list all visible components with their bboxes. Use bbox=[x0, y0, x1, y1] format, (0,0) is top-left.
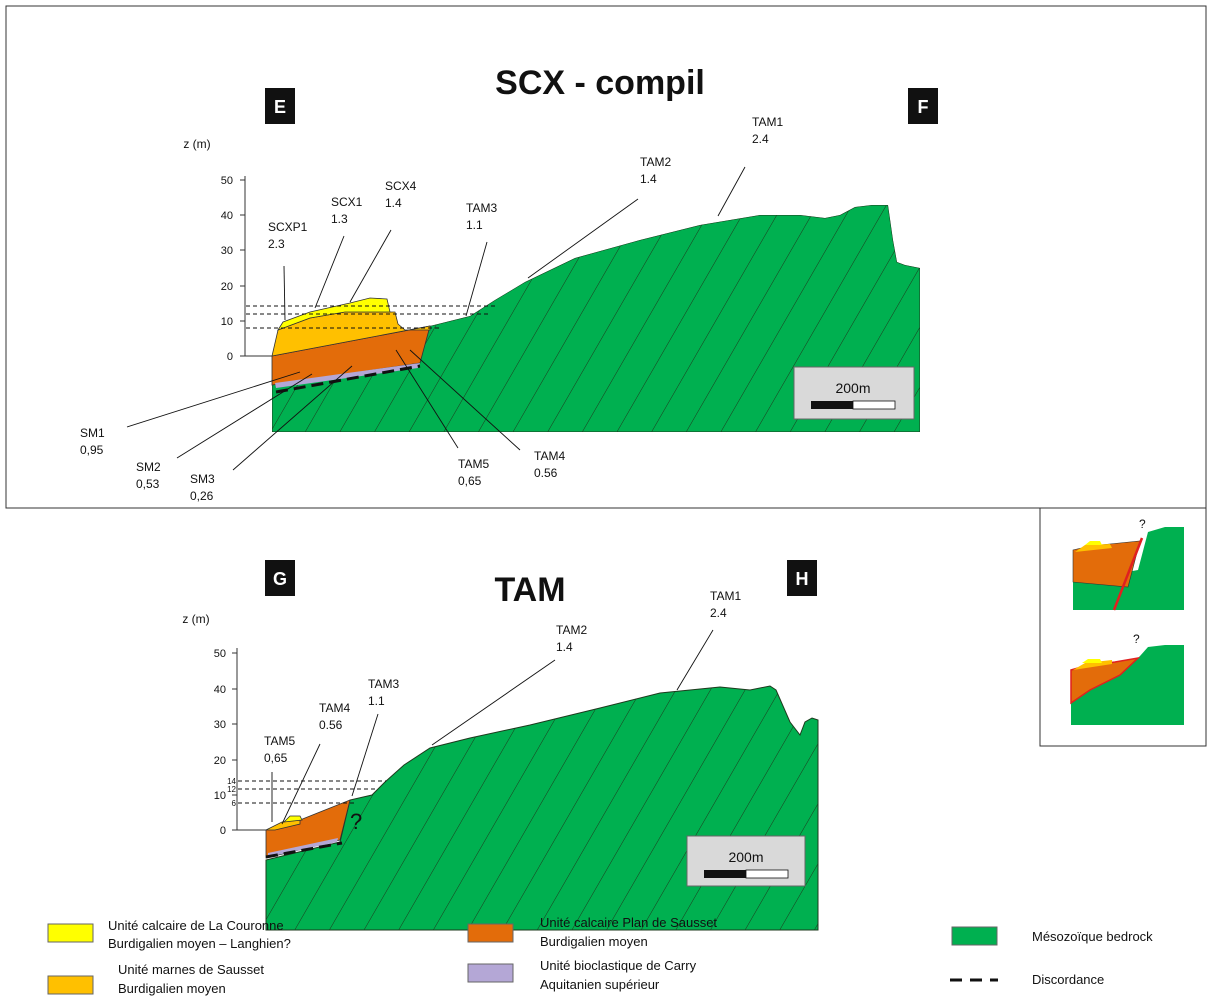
top-sample-scx1-name: SCX1 bbox=[331, 195, 363, 209]
bottom-marnes-unit bbox=[265, 819, 301, 831]
top-bedrock bbox=[272, 205, 920, 432]
top-tick-20: 20 bbox=[221, 281, 233, 293]
legend-swatch-bedrock bbox=[951, 926, 998, 946]
bottom-sample-tam3-name: TAM3 bbox=[368, 677, 399, 691]
bottom-sample-tam1-value: 2.4 bbox=[710, 606, 727, 620]
legend-couronne-line2: Burdigalien moyen – Langhien? bbox=[108, 936, 291, 951]
bottom-tick-40: 40 bbox=[214, 684, 226, 696]
bottom-tick-0: 0 bbox=[220, 825, 226, 837]
top-sample-sm3-name: SM3 bbox=[190, 472, 215, 486]
bottom-sample-tam3-value: 1.1 bbox=[368, 694, 385, 708]
top-sample-scx4-name: SCX4 bbox=[385, 179, 417, 193]
top-sample-sm3-value: 0,26 bbox=[190, 489, 214, 503]
legend-carry-line1: Unité bioclastique de Carry bbox=[540, 958, 697, 973]
inset-fault-scenario bbox=[1072, 527, 1184, 611]
top-tick-10: 10 bbox=[221, 316, 233, 328]
top-sample-tam4-name: TAM4 bbox=[534, 449, 565, 463]
marker-h-box bbox=[787, 560, 817, 596]
top-sample-sm1-name: SM1 bbox=[80, 426, 105, 440]
marker-g-box bbox=[265, 560, 295, 596]
top-tick-0: 0 bbox=[227, 351, 233, 363]
legend-swatch-couronne bbox=[47, 923, 94, 943]
marker-e-box bbox=[265, 88, 295, 124]
top-tick-50: 50 bbox=[221, 175, 233, 187]
bottom-small-tick-14: 14 bbox=[227, 777, 236, 786]
top-sample-scx1-value: 1.3 bbox=[331, 212, 348, 226]
marker-e: E bbox=[274, 97, 286, 117]
marker-h: H bbox=[796, 569, 809, 589]
legend-plan-de-sausset-line1: Unité calcaire Plan de Sausset bbox=[540, 915, 717, 930]
bottom-sample-tam5-name: TAM5 bbox=[264, 734, 295, 748]
bottom-sample-tam4-name: TAM4 bbox=[319, 701, 350, 715]
top-sample-tam5-value: 0,65 bbox=[458, 474, 482, 488]
legend-swatch-plan-de-sausset bbox=[467, 923, 514, 943]
top-leader-lines bbox=[126, 166, 746, 471]
top-sample-tam4-value: 0.56 bbox=[534, 466, 558, 480]
top-sample-sm2-value: 0,53 bbox=[136, 477, 160, 491]
top-scale-box bbox=[793, 366, 915, 420]
bottom-bedrock bbox=[265, 685, 819, 931]
top-sample-sm1-value: 0,95 bbox=[80, 443, 104, 457]
top-sample-tam2-value: 1.4 bbox=[640, 172, 657, 186]
bottom-tick-30: 30 bbox=[214, 719, 226, 731]
top-sample-scxp1-value: 2.3 bbox=[268, 237, 285, 251]
top-sample-tam1-value: 2.4 bbox=[752, 132, 769, 146]
bottom-tick-10: 10 bbox=[214, 790, 226, 802]
bottom-tick-50: 50 bbox=[214, 648, 226, 660]
top-tick-40: 40 bbox=[221, 210, 233, 222]
bottom-small-tick-12: 12 bbox=[227, 785, 236, 794]
top-sample-scx4-value: 1.4 bbox=[385, 196, 402, 210]
top-title: SCX - compil bbox=[495, 64, 705, 102]
bottom-sample-tam5-value: 0,65 bbox=[264, 751, 288, 765]
top-discordance bbox=[275, 364, 421, 394]
top-sample-tam3-name: TAM3 bbox=[466, 201, 497, 215]
top-elevation-axis bbox=[240, 176, 272, 357]
legend-bedrock-label: Mésozoïque bedrock bbox=[1032, 929, 1153, 944]
top-tick-30: 30 bbox=[221, 245, 233, 257]
bottom-couronne-unit bbox=[282, 815, 303, 823]
legend-discordance-label: Discordance bbox=[1032, 972, 1104, 987]
marker-g: G bbox=[273, 569, 287, 589]
inset-erosion-scenario bbox=[1070, 645, 1184, 725]
bottom-tick-20: 20 bbox=[214, 755, 226, 767]
bottom-title: TAM bbox=[494, 571, 565, 609]
bottom-scale-box bbox=[686, 835, 806, 887]
top-carry-unit bbox=[275, 363, 420, 388]
legend-marnes-line2: Burdigalien moyen bbox=[118, 981, 226, 996]
legend-couronne-line1: Unité calcaire de La Couronne bbox=[108, 918, 284, 933]
legend-carry-line2: Aquitanien supérieur bbox=[540, 977, 660, 992]
top-axis-label: z (m) bbox=[183, 137, 210, 151]
legend: Unité calcaire de La Couronne Burdigalie… bbox=[47, 915, 1153, 996]
marker-f: F bbox=[918, 97, 929, 117]
bottom-small-tick-6: 6 bbox=[232, 799, 237, 808]
bottom-axis-label: z (m) bbox=[182, 612, 209, 626]
legend-plan-de-sausset-line2: Burdigalien moyen bbox=[540, 934, 648, 949]
bottom-sample-tam4-value: 0.56 bbox=[319, 718, 343, 732]
bottom-leader-lines bbox=[271, 629, 714, 825]
top-sample-tam5-name: TAM5 bbox=[458, 457, 489, 471]
bottom-sample-tam2-value: 1.4 bbox=[556, 640, 573, 654]
bottom-discordance bbox=[265, 841, 343, 859]
marker-f-box bbox=[908, 88, 938, 124]
legend-swatch-marnes bbox=[47, 975, 94, 995]
inset-question-mark-2: ? bbox=[1133, 632, 1140, 646]
legend-swatch-carry bbox=[467, 963, 514, 983]
bottom-sample-tam1-name: TAM1 bbox=[710, 589, 741, 603]
bottom-question-mark: ? bbox=[350, 809, 362, 834]
top-scale-label: 200m bbox=[835, 380, 870, 396]
bottom-elevation-axis bbox=[232, 648, 266, 831]
bottom-scale-label: 200m bbox=[728, 849, 763, 865]
inset-question-mark-1: ? bbox=[1139, 517, 1146, 531]
bottom-sample-tam2-name: TAM2 bbox=[556, 623, 587, 637]
legend-marnes-line1: Unité marnes de Sausset bbox=[118, 962, 264, 977]
top-sample-tam2-name: TAM2 bbox=[640, 155, 671, 169]
top-sample-tam3-value: 1.1 bbox=[466, 218, 483, 232]
top-sample-tam1-name: TAM1 bbox=[752, 115, 783, 129]
inset-frame bbox=[1039, 507, 1207, 747]
top-sample-scxp1-name: SCXP1 bbox=[268, 220, 308, 234]
top-sample-sm2-name: SM2 bbox=[136, 460, 161, 474]
